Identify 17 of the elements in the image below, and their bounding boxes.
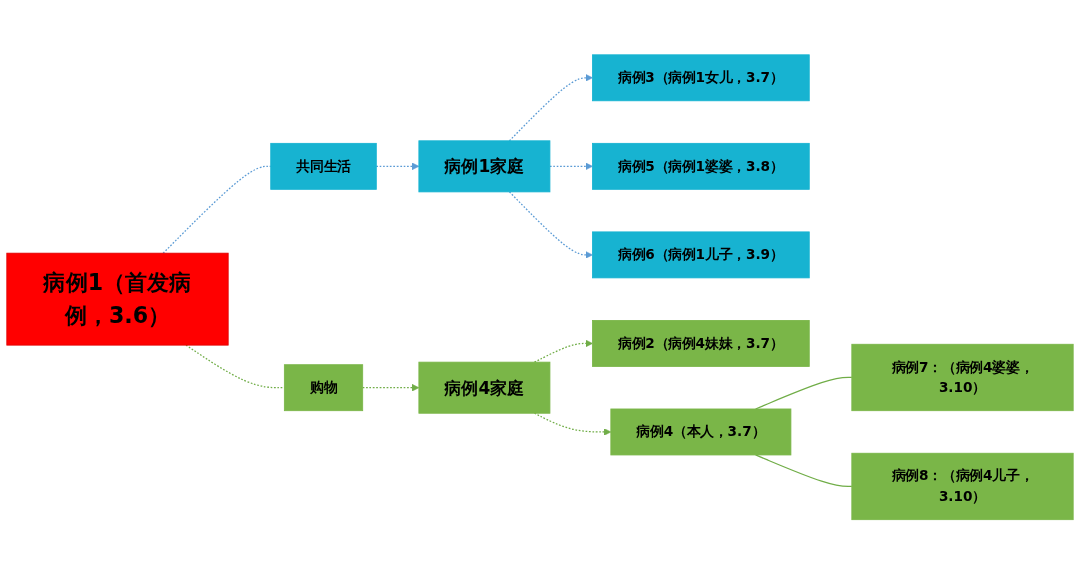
- node-box: 病例2（病例4妹妹，3.7）: [592, 320, 810, 368]
- node-box: 病例1家庭: [418, 140, 551, 193]
- arrow: [549, 162, 593, 171]
- node-box: 病例4家庭: [418, 362, 551, 414]
- node-box: 病例8：（病例4儿子，3.10）: [851, 453, 1074, 521]
- arrow: [362, 384, 420, 392]
- node-box: 病例5（病例1婆婆，3.8）: [592, 143, 810, 190]
- node-box: 病例6（病例1儿子，3.9）: [592, 231, 810, 279]
- node-box: 购物: [283, 364, 364, 412]
- node-box: 病例1（首发病例，3.6）: [6, 253, 229, 346]
- arrow: [533, 339, 593, 364]
- connector: [754, 377, 853, 410]
- node-box: 共同生活: [270, 143, 377, 190]
- arrow: [508, 74, 593, 142]
- node-box: 病例7：（病例4婆婆，3.10）: [851, 344, 1074, 412]
- node-box: 病例3（病例1女儿，3.7）: [592, 54, 810, 102]
- node-box: 病例4（本人，3.7）: [610, 408, 792, 456]
